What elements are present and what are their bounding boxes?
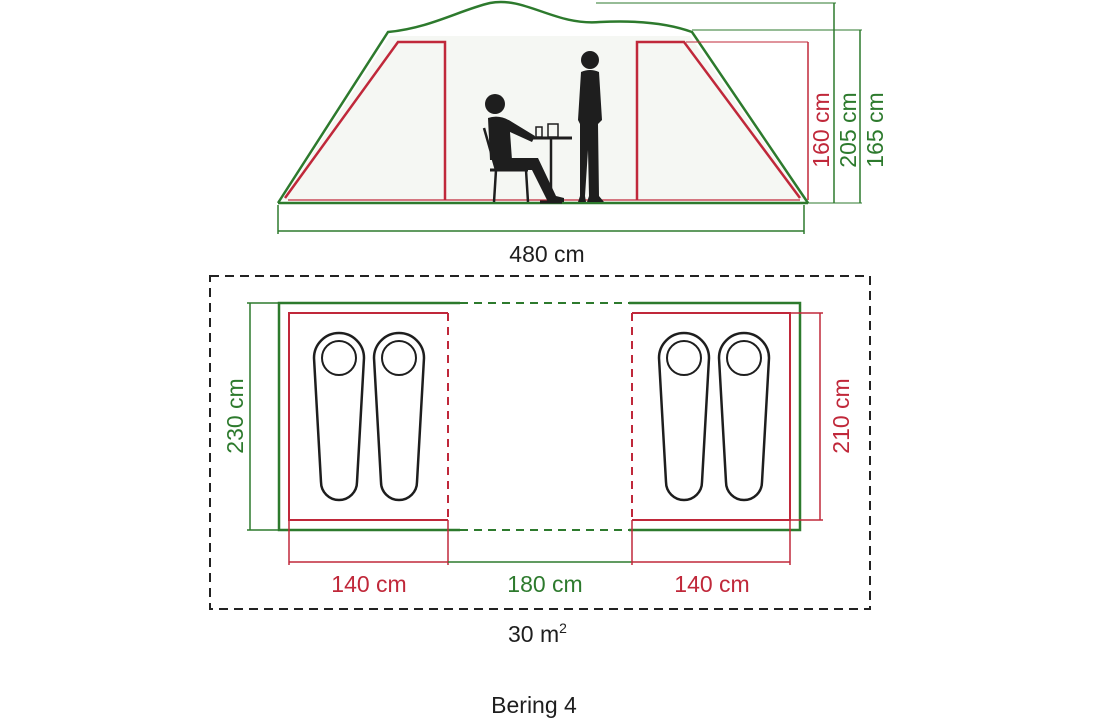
sleeping-bag xyxy=(657,331,711,502)
bedroom-left-side-panel xyxy=(283,40,447,200)
sleeping-bag xyxy=(312,331,366,502)
bedroom-left-width-label: 140 cm xyxy=(331,571,406,597)
area-value: 30 m xyxy=(508,621,559,647)
tent-shading xyxy=(282,36,804,200)
peak-height-label: 205 cm xyxy=(835,92,861,167)
area-label: 30 m2 xyxy=(508,620,567,647)
side-view: 480 cm 160 cm 205 cm 165 cm xyxy=(276,0,888,267)
footprint-dashed-outline xyxy=(209,275,871,610)
seated-person-icon xyxy=(482,94,572,204)
bedroom-left xyxy=(288,312,448,521)
floor-plan: 230 cm 210 cm 140 cm 180 cm 140 cm 30 m2 xyxy=(209,275,871,647)
width-label: 480 cm xyxy=(509,241,584,267)
bedroom-right-width-label: 140 cm xyxy=(674,571,749,597)
inner-height-label: 160 cm xyxy=(808,92,834,167)
bedroom-right xyxy=(632,312,791,521)
area-unit-superscript: 2 xyxy=(559,620,567,636)
living-area-wall-left xyxy=(277,301,460,532)
model-caption: Bering 4 xyxy=(491,692,577,718)
inner-depth-label: 210 cm xyxy=(828,378,854,453)
living-width-label: 180 cm xyxy=(507,571,582,597)
sleeping-bag xyxy=(717,331,771,502)
sleeping-bag xyxy=(372,331,426,502)
bedroom-right-side-panel xyxy=(635,40,802,200)
tent-outer-silhouette xyxy=(276,0,810,204)
side-height-label: 165 cm xyxy=(862,92,888,167)
outer-depth-label: 230 cm xyxy=(222,378,248,453)
standing-person-icon xyxy=(578,51,604,202)
living-area-wall-right xyxy=(629,301,802,532)
